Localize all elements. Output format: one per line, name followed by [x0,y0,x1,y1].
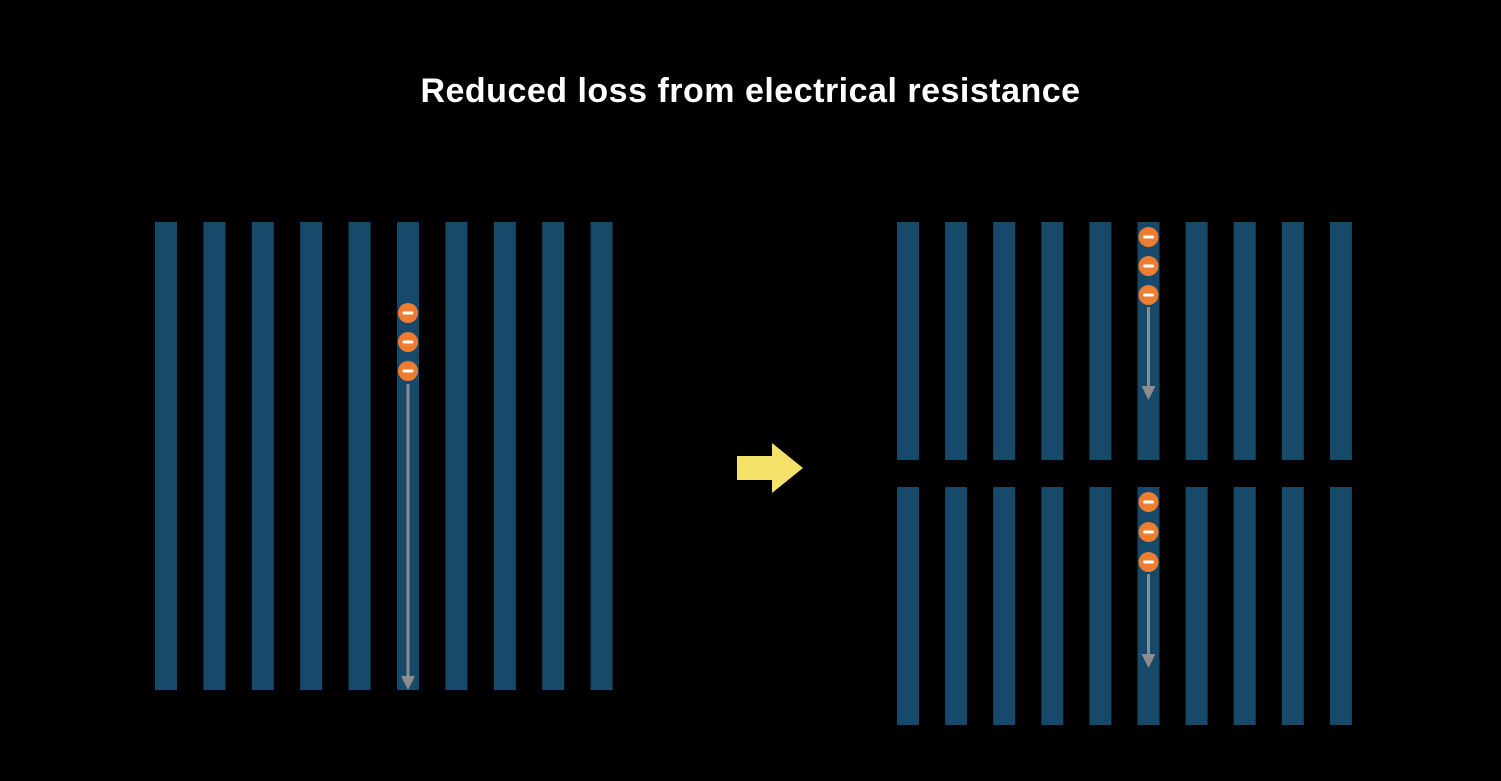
electron-icon [398,361,418,381]
wire-bar [1089,222,1112,460]
wire-bar [1281,487,1304,725]
electron-icon [1138,256,1159,276]
wire-bar [1041,222,1064,460]
wire-bar [1041,487,1064,725]
wire-bar [493,222,516,690]
electron-icon [398,303,418,323]
current-arrow-icon [401,384,415,690]
diagram-title: Reduced loss from electrical resistance [420,72,1081,110]
right-arrow-shape [737,443,803,493]
current-arrow-icon [1141,307,1156,400]
electron-icon [398,332,418,352]
wire-bar [993,222,1016,460]
electron-icon [1138,492,1159,512]
wire-bar [300,222,323,690]
electron-icon [1138,227,1159,247]
wire-bar [251,222,274,690]
wire-bar [897,222,919,460]
wire-bar [1329,487,1352,725]
electron-icon [1138,285,1159,305]
transition-arrow-icon [737,443,803,493]
wire-bar [1233,487,1256,725]
wire-bar [1233,222,1256,460]
wire-bar [590,222,613,690]
wire-bar [155,222,177,690]
electron-icon [1138,522,1159,542]
split-wire-panel [897,222,1352,725]
wire-bar [1281,222,1304,460]
wire-bar [945,222,968,460]
wire-bar [1089,487,1112,725]
wire-bar [993,487,1016,725]
current-arrow-icon [1141,574,1156,668]
wire-bar [1329,222,1352,460]
wire-bar [1185,222,1208,460]
wire-bar [348,222,371,690]
single-wire-panel [155,222,613,690]
wire-bar [897,487,919,725]
wire-bar [542,222,565,690]
wire-bar [945,487,968,725]
electron-icon [1138,552,1159,572]
wire-bar [203,222,226,690]
wire-bar [1185,487,1208,725]
wire-bar [445,222,468,690]
